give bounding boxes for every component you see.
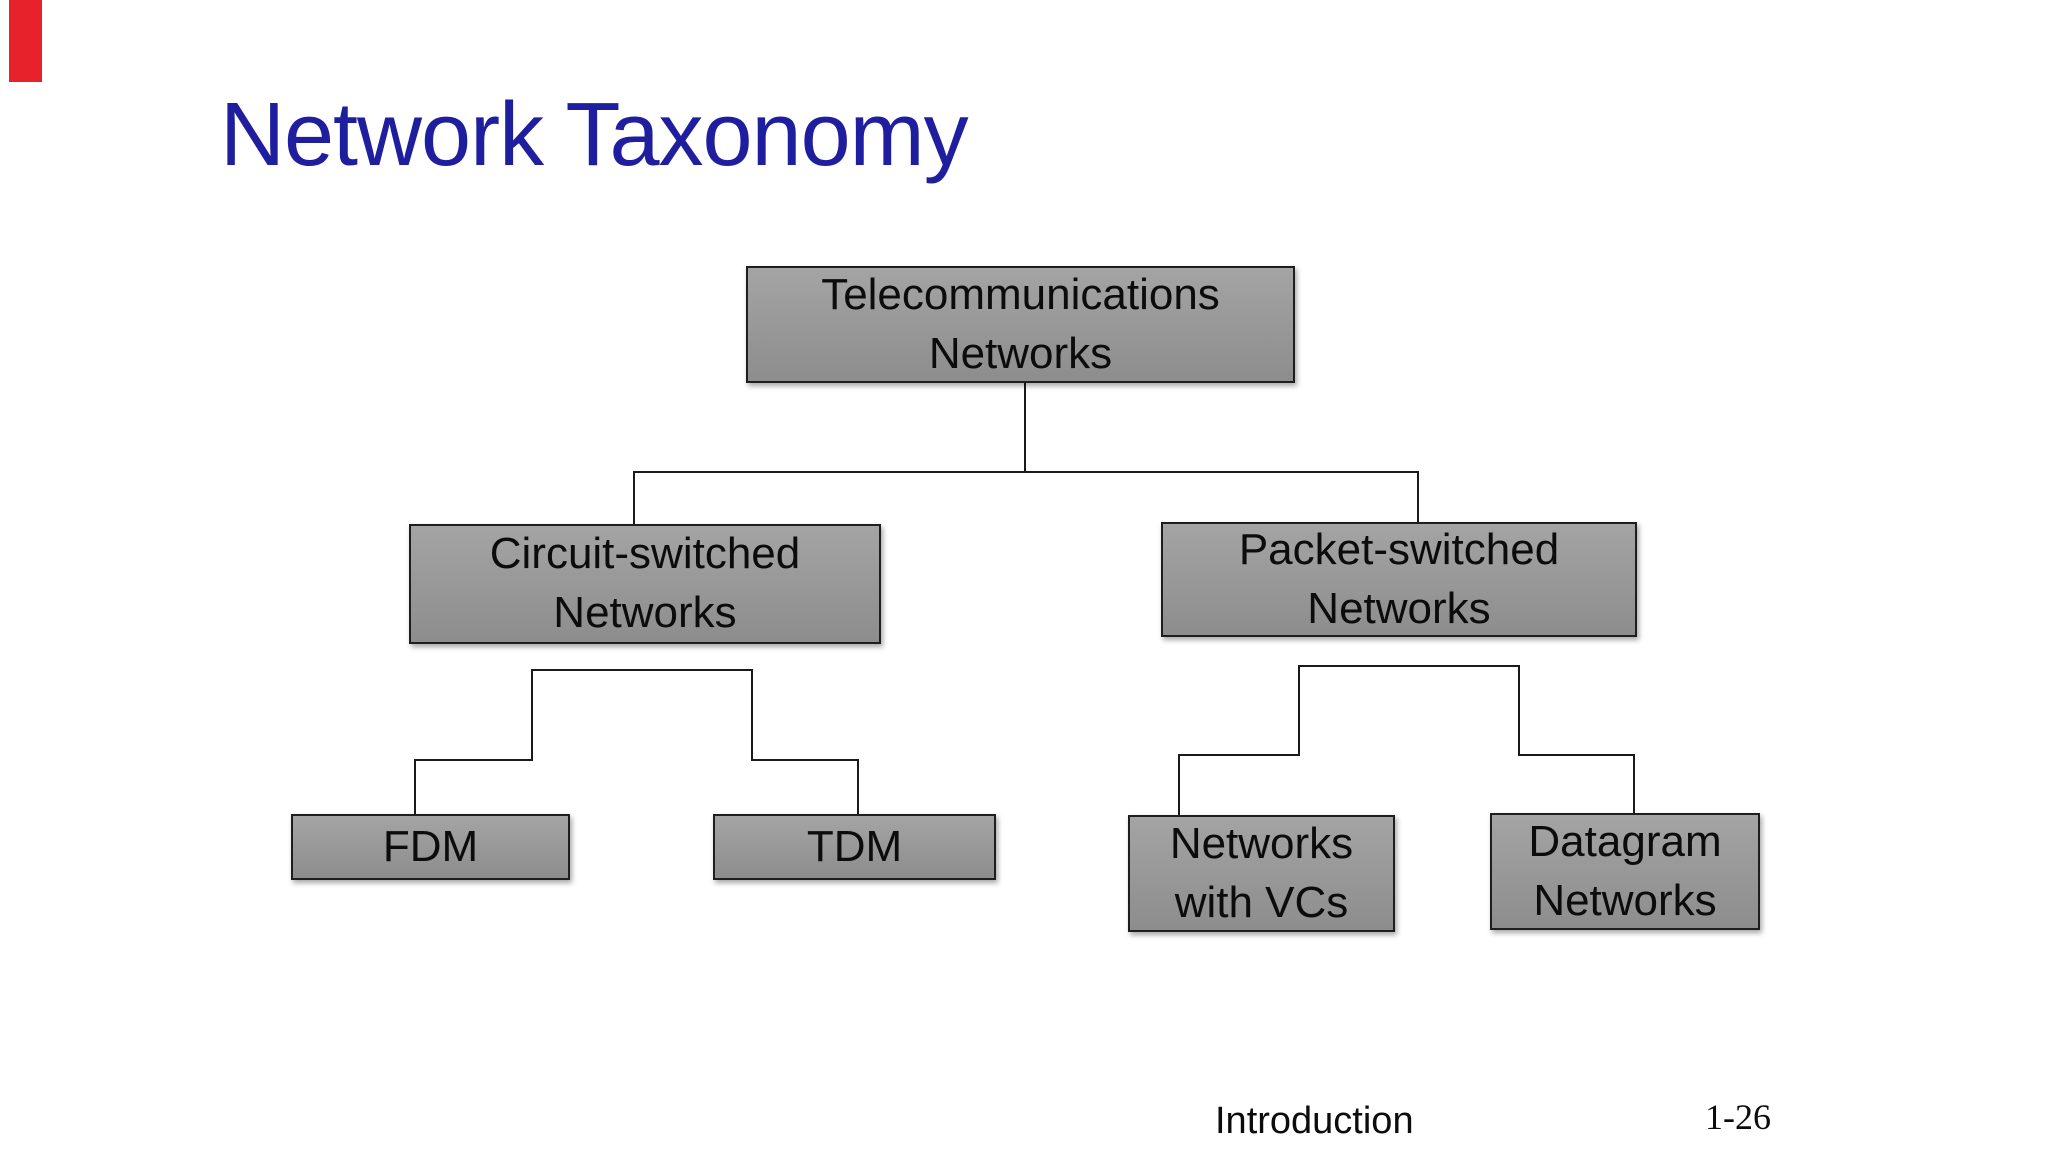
connector-drop-packet bbox=[1417, 471, 1419, 524]
connector-packet-bracket-right-vertical bbox=[1518, 665, 1520, 756]
connector-circuit-bracket-top bbox=[531, 669, 753, 671]
node-telecommunications-networks: Telecommunications Networks bbox=[746, 266, 1295, 383]
footer-section-label: Introduction bbox=[1215, 1100, 1414, 1142]
connector-packet-bracket-right-shelf bbox=[1518, 754, 1635, 756]
page-title: Network Taxonomy bbox=[220, 85, 969, 185]
connector-circuit-bracket-left-vertical bbox=[531, 669, 533, 761]
node-packet-switched-networks: Packet-switched Networks bbox=[1161, 522, 1637, 637]
connector-packet-bracket-left-shelf bbox=[1178, 754, 1300, 756]
connector-drop-circuit bbox=[633, 471, 635, 526]
connector-level1-crossbar bbox=[633, 471, 1419, 473]
connector-circuit-bracket-right-vertical bbox=[751, 669, 753, 761]
connector-drop-fdm bbox=[414, 759, 416, 816]
node-datagram-networks: Datagram Networks bbox=[1490, 813, 1760, 930]
connector-circuit-bracket-right-shelf bbox=[751, 759, 859, 761]
connector-telecom-stem bbox=[1024, 383, 1026, 473]
red-accent-bar bbox=[9, 0, 42, 82]
connector-packet-bracket-top bbox=[1298, 665, 1520, 667]
footer-page-number: 1-26 bbox=[1705, 1097, 1771, 1137]
node-fdm: FDM bbox=[291, 814, 570, 880]
connector-drop-tdm bbox=[857, 759, 859, 816]
connector-circuit-bracket-left-shelf bbox=[414, 759, 533, 761]
connector-packet-bracket-left-vertical bbox=[1298, 665, 1300, 756]
node-circuit-switched-networks: Circuit-switched Networks bbox=[409, 524, 881, 644]
node-networks-with-vcs: Networks with VCs bbox=[1128, 815, 1395, 932]
connector-drop-networks-with-vcs bbox=[1178, 754, 1180, 817]
node-tdm: TDM bbox=[713, 814, 996, 880]
connector-drop-datagram bbox=[1633, 754, 1635, 815]
